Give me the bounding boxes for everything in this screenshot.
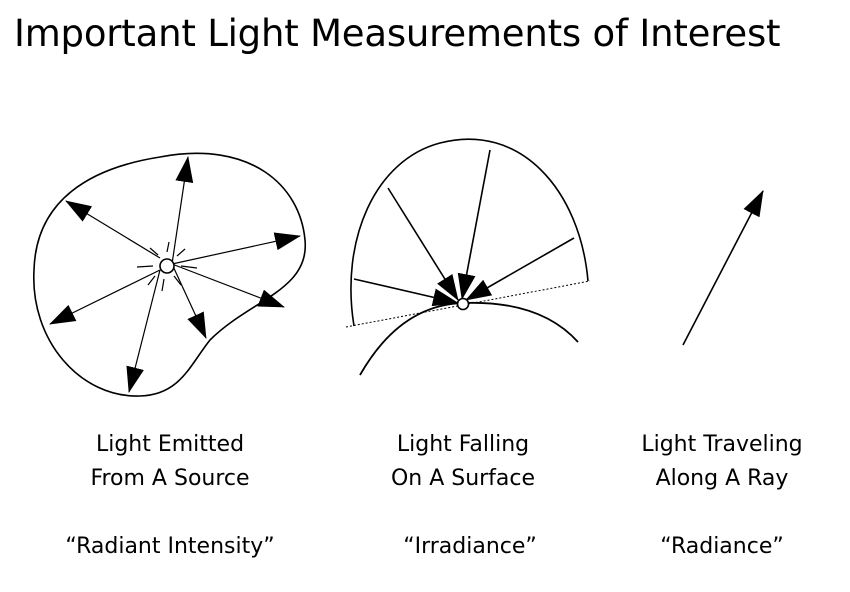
slide-title: Important Light Measurements of Interest	[14, 12, 781, 55]
caption-line: Light Traveling	[641, 432, 803, 457]
incident-arrows	[353, 149, 575, 307]
emission-arrow	[171, 232, 301, 265]
emission-arrows	[49, 156, 301, 393]
caption-line: Light Falling	[396, 432, 530, 457]
incident-arrow	[353, 278, 459, 307]
incident-arrow	[465, 237, 575, 301]
source-boundary-blob	[33, 152, 306, 397]
surface-point-dot	[456, 297, 470, 311]
ray-arrow	[682, 190, 764, 346]
caption-radiant-intensity: Light Emitted From A Source	[40, 428, 300, 496]
incident-arrow	[457, 149, 491, 300]
emission-arrow	[65, 200, 161, 259]
surface-curve	[359, 301, 579, 376]
radiance-ticks	[136, 241, 198, 292]
incident-arrow	[387, 187, 459, 301]
caption-line: Light Emitted	[95, 432, 245, 457]
term-radiant-intensity: “Radiant Intensity”	[65, 534, 275, 559]
point-source-diagram	[33, 152, 306, 397]
point-source-dot	[159, 258, 175, 274]
term-radiance: “Radiance”	[660, 534, 784, 559]
caption-radiance: Light Traveling Along A Ray	[592, 428, 850, 496]
ray-diagram	[682, 190, 764, 346]
caption-line: Along A Ray	[655, 466, 789, 491]
emission-arrow	[171, 156, 194, 265]
hemisphere-outline	[350, 138, 589, 327]
emission-arrow	[49, 269, 161, 325]
caption-irradiance: Light Falling On A Surface	[333, 428, 593, 496]
emission-arrow	[126, 269, 161, 393]
irradiance-diagram	[345, 138, 591, 376]
emission-arrow	[171, 263, 207, 339]
term-irradiance: “Irradiance”	[403, 534, 537, 559]
caption-line: On A Surface	[390, 466, 536, 491]
caption-line: From A Source	[90, 466, 250, 491]
emission-arrow	[171, 263, 285, 308]
